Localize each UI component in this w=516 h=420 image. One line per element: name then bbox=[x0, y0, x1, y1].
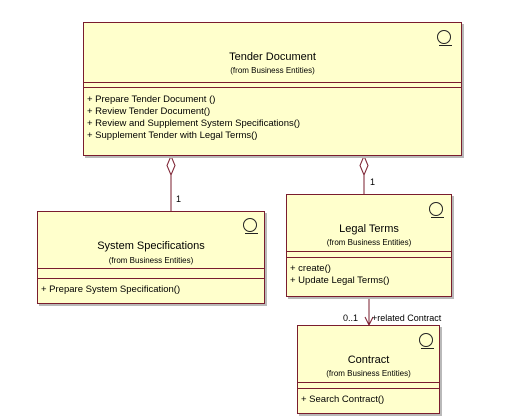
class-contract[interactable]: Contract (from Business Entities) + Sear… bbox=[297, 325, 440, 414]
compartment-divider bbox=[84, 82, 461, 83]
class-package: (from Business Entities) bbox=[108, 256, 194, 265]
class-name: Contract bbox=[347, 354, 390, 366]
operations-list: + Prepare System Specification() bbox=[41, 284, 262, 296]
class-name: System Specifications bbox=[97, 240, 205, 252]
class-package: (from Business Entities) bbox=[230, 66, 315, 75]
entity-icon bbox=[419, 333, 434, 349]
compartment-divider bbox=[287, 251, 451, 252]
multiplicity-label: 1 bbox=[370, 177, 376, 187]
compartment-divider bbox=[84, 87, 461, 88]
compartment-divider bbox=[38, 268, 264, 269]
class-name: Tender Document bbox=[229, 51, 316, 63]
role-label: +related Contract bbox=[372, 313, 442, 323]
class-package: (from Business Entities) bbox=[326, 369, 411, 378]
class-name: Legal Terms bbox=[339, 223, 399, 235]
operations-list: + create() + Update Legal Terms() bbox=[290, 263, 449, 287]
operation: + Prepare System Specification() bbox=[41, 284, 181, 295]
operations-list: + Prepare Tender Document () + Review Te… bbox=[87, 94, 459, 142]
operation: + Review and Supplement System Specifica… bbox=[87, 118, 301, 129]
aggregation-diamond-tender-legal bbox=[359, 154, 369, 177]
entity-icon bbox=[243, 218, 258, 234]
class-tender-document[interactable]: Tender Document (from Business Entities)… bbox=[83, 22, 462, 156]
operation: + create() bbox=[290, 263, 331, 274]
operation: + Supplement Tender with Legal Terms() bbox=[87, 130, 258, 141]
compartment-divider bbox=[38, 278, 264, 279]
class-system-specifications[interactable]: System Specifications (from Business Ent… bbox=[37, 211, 265, 304]
multiplicity-label: 1 bbox=[176, 194, 182, 204]
operations-list: + Search Contract() bbox=[301, 394, 437, 406]
entity-icon bbox=[437, 30, 452, 46]
compartment-divider bbox=[287, 257, 451, 258]
operation: + Review Tender Document() bbox=[87, 106, 211, 117]
entity-icon bbox=[429, 202, 444, 218]
class-legal-terms[interactable]: Legal Terms (from Business Entities) + c… bbox=[286, 194, 452, 297]
multiplicity-label: 0..1 bbox=[343, 313, 359, 323]
operation: + Update Legal Terms() bbox=[290, 275, 390, 286]
operation: + Search Contract() bbox=[301, 394, 385, 405]
compartment-divider bbox=[298, 382, 439, 383]
operation: + Prepare Tender Document () bbox=[87, 94, 216, 105]
class-package: (from Business Entities) bbox=[326, 238, 412, 247]
aggregation-diamond-tender-specs bbox=[166, 154, 176, 177]
compartment-divider bbox=[298, 388, 439, 389]
